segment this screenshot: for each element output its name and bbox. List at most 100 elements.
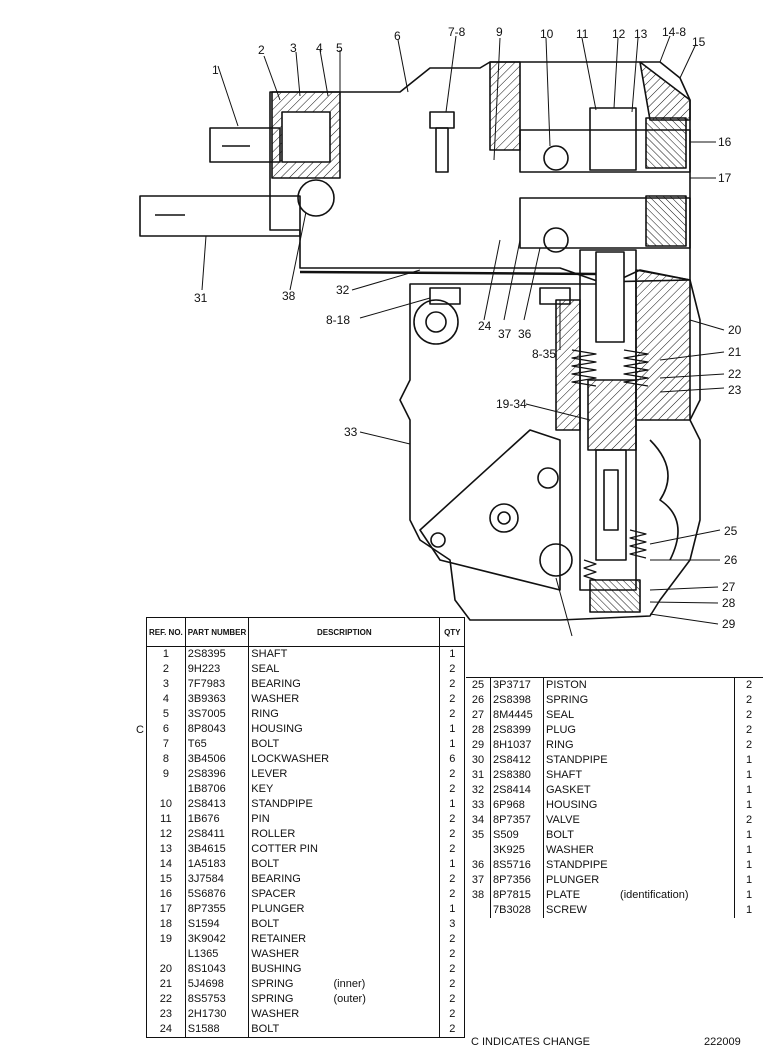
- callout: 22: [728, 367, 742, 381]
- description-note: (inner): [333, 978, 366, 990]
- ref-number: 27: [466, 708, 491, 723]
- part-number: 3B9363: [185, 692, 250, 707]
- ref-number: 17: [146, 902, 186, 917]
- upper-housing: [269, 61, 691, 283]
- quantity: 3: [449, 918, 456, 930]
- description: LEVER: [248, 767, 441, 782]
- quantity: 2: [449, 843, 456, 855]
- callout: 37: [498, 327, 512, 341]
- part-number: S1594: [185, 917, 250, 932]
- description: BUSHING: [248, 962, 441, 977]
- part-number: T65: [185, 737, 250, 752]
- ref-number: [466, 903, 491, 918]
- part-number: 8S1043: [185, 962, 250, 977]
- callout: 2: [258, 43, 265, 57]
- ref-number: 10: [146, 797, 186, 812]
- description-text: HOUSING: [546, 799, 598, 811]
- description: SPRING: [543, 693, 735, 708]
- ref-number: 18: [146, 917, 186, 932]
- description: HOUSING: [543, 798, 735, 813]
- description: PISTON: [543, 677, 735, 693]
- description-text: PLUG: [546, 724, 576, 736]
- part-number: 1B676: [185, 812, 250, 827]
- ref-number: 26: [466, 693, 491, 708]
- ref-number: 12: [146, 827, 186, 842]
- quantity: 2: [449, 768, 456, 780]
- quantity: 2: [449, 948, 456, 960]
- part-number: 8S5716: [490, 858, 544, 873]
- quantity: 2: [745, 694, 753, 706]
- quantity: 2: [449, 978, 456, 990]
- quantity: 2: [449, 963, 456, 975]
- ref-number: 34: [466, 813, 491, 828]
- description-text: SPRING: [251, 978, 294, 990]
- part-number: 8P7357: [490, 813, 544, 828]
- callout: 38: [282, 289, 296, 303]
- description: SEAL: [543, 708, 735, 723]
- quantity: 1: [449, 738, 456, 750]
- quantity: 2: [449, 888, 456, 900]
- ref-number: 36: [466, 858, 491, 873]
- description-text: SCREW: [546, 904, 587, 916]
- description-text: RING: [251, 708, 279, 720]
- callout: 16: [718, 135, 732, 149]
- description: BOLT: [248, 857, 441, 872]
- callout: 21: [728, 345, 742, 359]
- callout: 26: [724, 553, 738, 567]
- part-number: 8P7356: [490, 873, 544, 888]
- quantity: 2: [449, 993, 456, 1005]
- description-text: PLUNGER: [251, 903, 305, 915]
- description-text: SPACER: [251, 888, 296, 900]
- description: WASHER: [248, 692, 441, 707]
- quantity: 1: [745, 904, 753, 916]
- part-number: 2H1730: [185, 1007, 250, 1022]
- description: PLUG: [543, 723, 735, 738]
- description: SHAFT: [248, 646, 441, 662]
- change-indicator-mark: C: [136, 724, 144, 736]
- ref-number: 20: [146, 962, 186, 977]
- description: VALVE: [543, 813, 735, 828]
- description: HOUSING: [248, 722, 441, 737]
- callout-labels: 1 2 3 4 5 6 7-8 9 10 11 12 13 14-8 15 16…: [194, 25, 742, 631]
- quantity: 2: [449, 1023, 456, 1035]
- callout: 1: [212, 63, 219, 77]
- ref-number: 7: [146, 737, 186, 752]
- description: RETAINER: [248, 932, 441, 947]
- quantity: 1: [449, 858, 456, 870]
- description-text: BOLT: [251, 1023, 280, 1035]
- column-header-part-number: PART NUMBER: [185, 617, 250, 647]
- part-number: 3B4615: [185, 842, 250, 857]
- description-text: RETAINER: [251, 933, 307, 945]
- part-number: 2S8398: [490, 693, 544, 708]
- quantity: 1: [745, 769, 753, 781]
- part-number: 8P8043: [185, 722, 250, 737]
- description: STANDPIPE: [248, 797, 441, 812]
- callout: 20: [728, 323, 742, 337]
- part-number: 3K925: [490, 843, 544, 858]
- description: WASHER: [248, 947, 441, 962]
- callout: 33: [344, 425, 358, 439]
- description-text: BUSHING: [251, 963, 302, 975]
- part-number: 5S6876: [185, 887, 250, 902]
- part-number: 2S8396: [185, 767, 250, 782]
- description: PLATE(identification): [543, 888, 735, 903]
- quantity: 2: [449, 678, 456, 690]
- description-text: KEY: [251, 783, 274, 795]
- quantity: 2: [745, 814, 753, 826]
